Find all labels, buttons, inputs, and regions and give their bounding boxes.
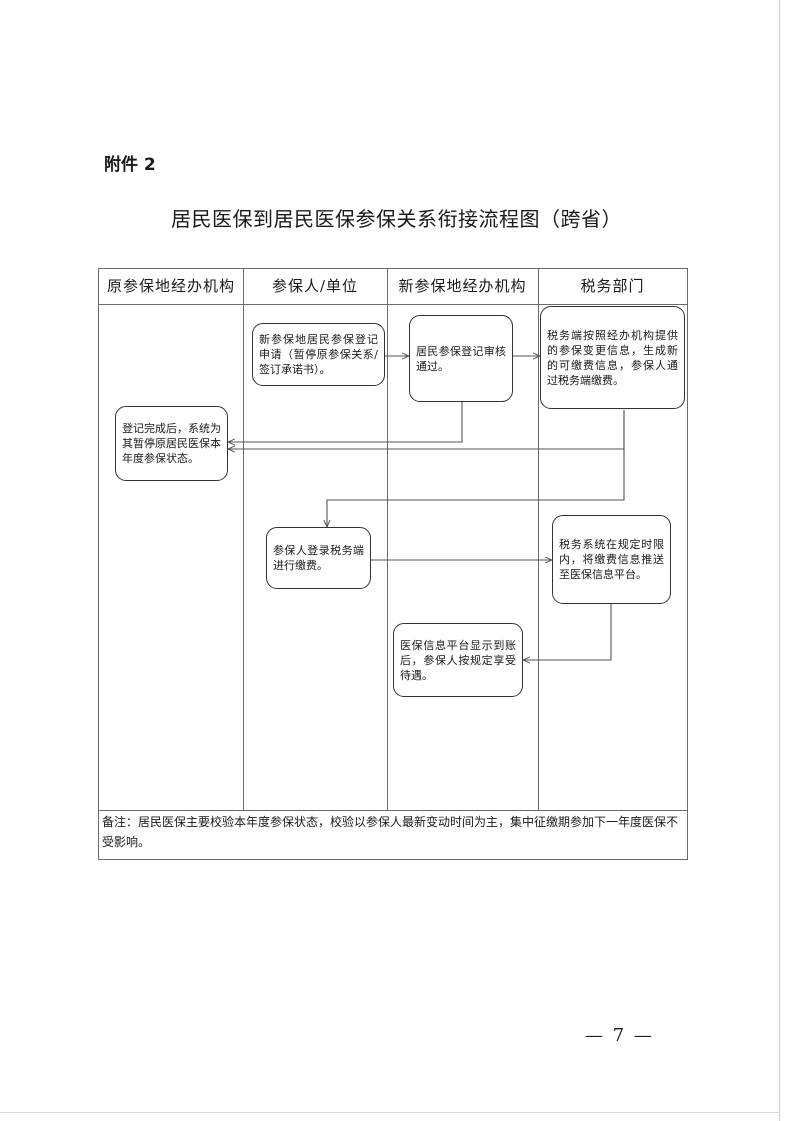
step-pay-via-tax: 参保人登录税务端进行缴费。 — [266, 527, 371, 589]
page-edge — [0, 1112, 780, 1113]
arrow-tax-split-to-suspend — [228, 410, 625, 449]
arrow-push-to-benefit — [523, 604, 612, 660]
page-number: — 7 — — [585, 1025, 654, 1046]
flowchart-table: 原参保地经办机构 参保人/单位 新参保地经办机构 税务部门 备注：居民医保主要校… — [98, 268, 688, 860]
step-suspend-original: 登记完成后，系统为其暂停原居民医保本年度参保状态。 — [115, 406, 228, 481]
header-divider — [99, 304, 687, 305]
arrow-tax-to-pay — [327, 410, 625, 527]
lane-header-new-agency: 新参保地经办机构 — [398, 277, 527, 295]
footnote: 备注：居民医保主要校验本年度参保状态，校验以参保人最新变动时间为主，集中征缴期参… — [102, 815, 679, 849]
lane-divider — [538, 269, 539, 810]
page-edge — [779, 0, 780, 1121]
step-apply-registration: 新参保地居民参保登记申请（暂停原参保关系/签订承诺书）。 — [252, 323, 385, 386]
step-push-to-platform: 税务系统在规定时限内，将缴费信息推送至医保信息平台。 — [552, 515, 671, 604]
lane-divider — [243, 269, 244, 810]
lane-header-original-agency: 原参保地经办机构 — [106, 277, 235, 295]
lane-header-tax-department: 税务部门 — [580, 277, 645, 295]
arrow-review-to-suspend — [228, 402, 463, 442]
page-title: 居民医保到居民医保参保关系衔接流程图（跨省） — [171, 207, 622, 231]
step-enjoy-benefits: 医保信息平台显示到账后，参保人按规定享受待遇。 — [393, 623, 523, 697]
annex-label: 附件 2 — [104, 155, 156, 175]
note-divider — [99, 810, 687, 811]
step-tax-generate-payment: 税务端按照经办机构提供的参保变更信息，生成新的可缴费信息，参保人通过税务端缴费。 — [540, 306, 685, 409]
step-review-approved: 居民参保登记审核通过。 — [409, 315, 513, 402]
lane-header-insured-person: 参保人/单位 — [271, 277, 359, 295]
lane-divider — [387, 269, 388, 810]
